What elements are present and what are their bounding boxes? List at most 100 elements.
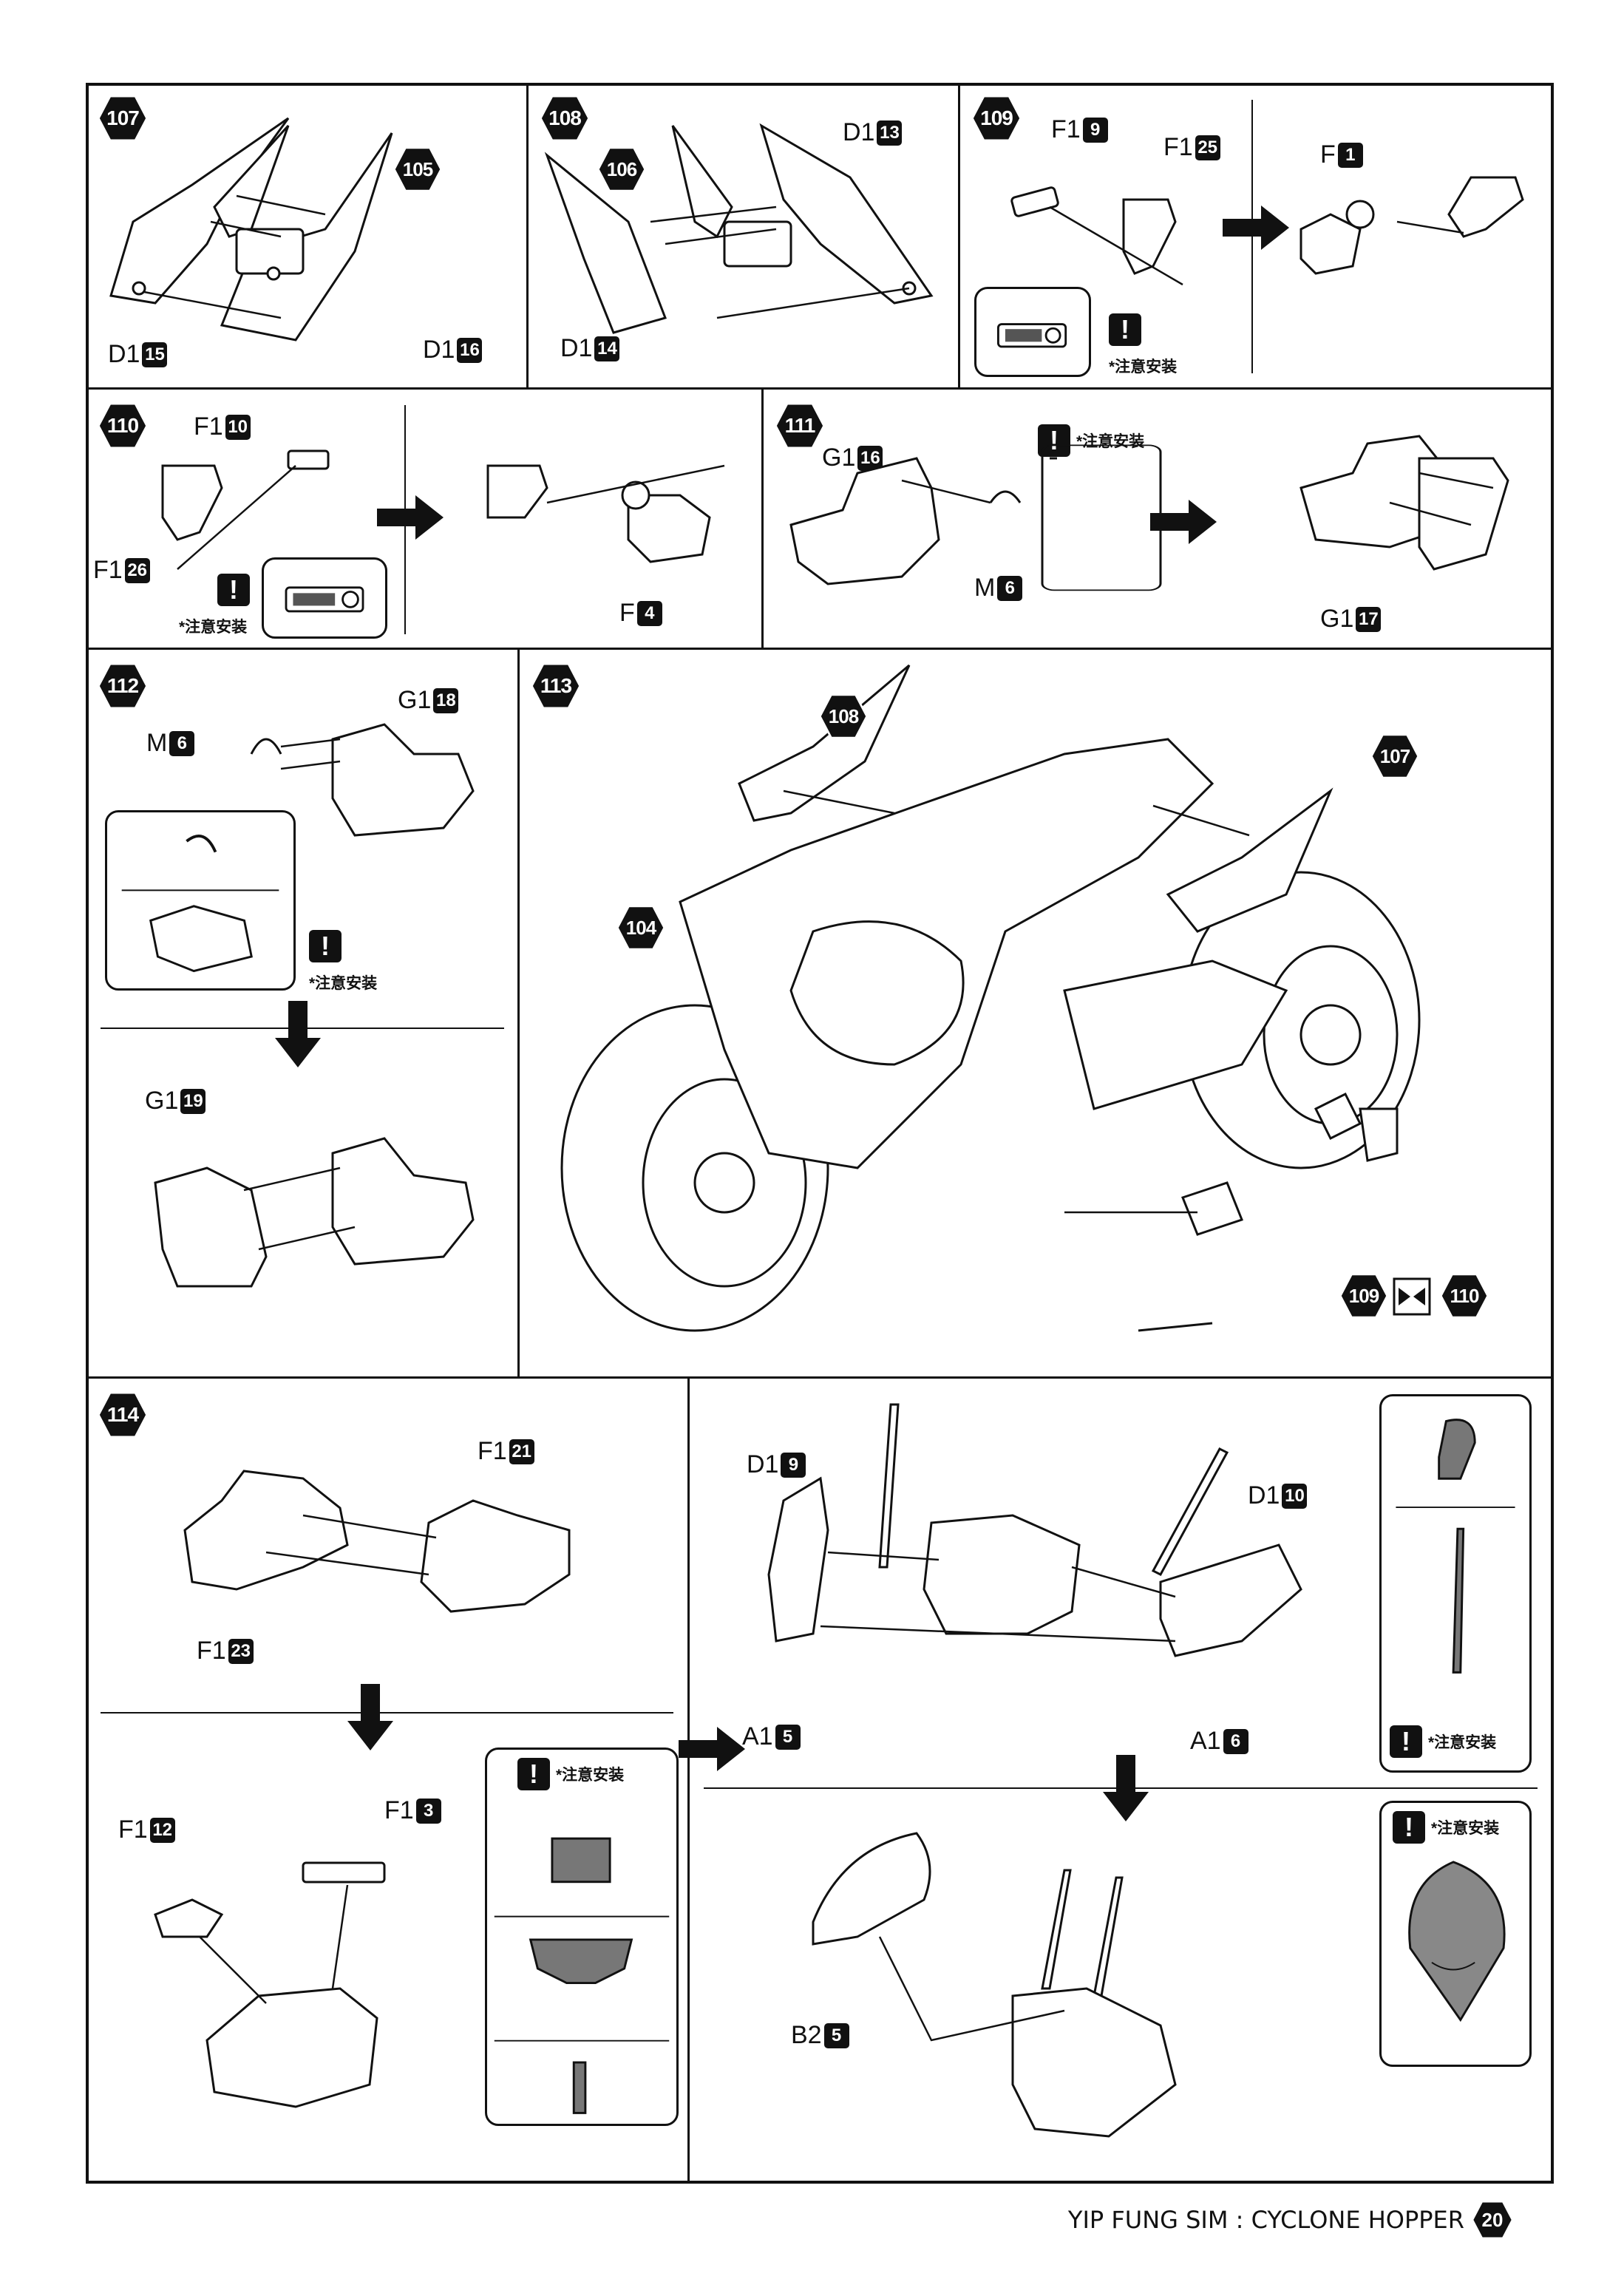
col-divider-r3 (517, 648, 520, 1378)
step-number: 108 (548, 106, 582, 129)
part-code: A1 (742, 1722, 773, 1750)
part-number: 16 (857, 445, 883, 471)
warning-icon: ! (1393, 1811, 1425, 1844)
part-number: 23 (228, 1638, 254, 1664)
warning-icon: ! (517, 1758, 550, 1790)
callout-number: 105 (402, 157, 433, 180)
detail-box-114-left (485, 1748, 679, 2126)
part-detail-icon (285, 586, 364, 613)
step111-drawing (784, 429, 1538, 628)
callout-108: 108 (819, 693, 868, 739)
part-number: 6 (1223, 1728, 1248, 1754)
part-number: 19 (180, 1088, 206, 1114)
part-detail-icon (996, 323, 1067, 348)
arrow-down-icon (1103, 1755, 1149, 1821)
warning-text: *注意安装 (179, 619, 248, 636)
part-number: 12 (149, 1817, 175, 1843)
step114-right-top-drawing (761, 1397, 1353, 1722)
row-divider-2 (86, 648, 1554, 650)
detail-box-112 (105, 810, 296, 991)
step114-right-bottom-drawing (791, 1818, 1205, 2159)
part-number: 10 (225, 414, 251, 440)
col-divider-r4 (687, 1376, 690, 2184)
engine-block-illustration (183, 1470, 571, 1613)
step-badge-108: 108 (540, 95, 590, 142)
warning-icon: ! (217, 574, 250, 606)
product-title: YIP FUNG SIM : CYCLONE HOPPER (1067, 2206, 1464, 2234)
arrow-down-icon (347, 1684, 393, 1750)
part-number: 3 (415, 1798, 441, 1824)
callout-number: 104 (625, 916, 656, 939)
warning-note-110: ! *注意安装 (179, 574, 250, 636)
warning-note-114-right-top: ! *注意安装 (1390, 1725, 1496, 1758)
part-number: 5 (775, 1724, 801, 1750)
part-number: 15 (142, 342, 168, 367)
part-code: G1 (145, 1087, 179, 1115)
arm-joint-illustration (161, 449, 725, 570)
warning-text: *注意安装 (1428, 1734, 1497, 1751)
engine-block-illustration (250, 723, 475, 837)
col-divider-r2 (761, 387, 764, 649)
part-code: F1 (118, 1816, 148, 1844)
engine-block-illustration (154, 1861, 386, 2108)
callout-106: 106 (597, 146, 646, 192)
part-code: F1 (197, 1637, 226, 1665)
warning-text: *注意安装 (556, 1767, 625, 1784)
page-number-badge: 20 (1472, 2199, 1513, 2241)
step-number: 114 (106, 1403, 139, 1426)
part-number: 6 (169, 730, 195, 756)
callout-number: 107 (1379, 744, 1410, 767)
warning-icon: ! (309, 930, 342, 962)
page-number: 20 (1481, 2208, 1504, 2231)
callout-105: 105 (393, 146, 442, 192)
part-code: D1 (423, 336, 455, 364)
part-number: 6 (997, 575, 1023, 601)
part-code: M (974, 574, 996, 602)
part-code: F1 (1051, 115, 1081, 143)
part-code: D1 (843, 118, 875, 146)
step112-bottom-drawing (148, 1124, 488, 1301)
warning-icon: ! (1390, 1725, 1422, 1758)
part-detail-icon (1396, 1419, 1515, 1674)
step-number: 107 (106, 106, 140, 129)
step-number: 110 (106, 414, 139, 437)
part-code: F (1320, 140, 1336, 169)
warning-icon: ! (1109, 313, 1141, 346)
warning-text: *注意安装 (1076, 433, 1145, 450)
arrow-down-icon (275, 1001, 321, 1067)
step-badge-110: 110 (98, 402, 148, 449)
step112-top-drawing (237, 710, 488, 857)
step-badge-111: 111 (775, 402, 825, 449)
row-divider-3 (86, 1376, 1554, 1379)
part-number: 26 (124, 557, 150, 583)
part-code: F1 (194, 412, 223, 441)
step-number: 111 (784, 414, 816, 437)
warning-text: *注意安装 (309, 975, 378, 992)
warning-note-109: ! *注意安装 (1109, 313, 1177, 376)
part-number: 17 (1356, 606, 1382, 632)
arm-joint-illustration (1010, 176, 1524, 286)
warning-text: *注意安装 (1109, 359, 1178, 376)
part-number: 5 (823, 2022, 849, 2048)
part-number: 9 (1082, 117, 1108, 143)
step113-drawing (547, 651, 1523, 1360)
motorcycle-illustration (560, 664, 1421, 1332)
warning-note-112: ! *注意安装 (309, 930, 377, 992)
arrow-right-icon (1223, 206, 1289, 250)
